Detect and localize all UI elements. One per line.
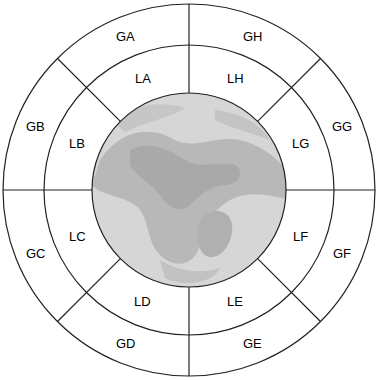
sector-segment: GB — [23, 117, 48, 136]
sector-label: LE — [227, 294, 243, 309]
sector-segment: GF — [330, 244, 354, 263]
sector-label: LA — [135, 71, 151, 86]
sector-segment: LF — [290, 227, 311, 246]
sector-segment: GD — [113, 334, 139, 353]
sector-label: GH — [243, 29, 263, 44]
inner-circle — [92, 93, 286, 287]
outer-circle — [3, 4, 375, 376]
sector-segment: GA — [113, 27, 138, 46]
sector-segment: GC — [23, 244, 49, 263]
sector-label: GF — [333, 246, 351, 261]
sector-label: LD — [134, 294, 151, 309]
sector-label: LC — [69, 229, 86, 244]
sector-segment: LA — [132, 69, 154, 88]
sector-label: LH — [227, 71, 244, 86]
fundus-image — [90, 90, 290, 290]
sector-segment: LC — [66, 227, 89, 246]
sector-label: LB — [69, 136, 85, 151]
sector-label: LF — [293, 229, 308, 244]
sector-segment: LH — [224, 69, 247, 88]
sector-segment: GE — [240, 334, 265, 353]
sector-label: GG — [332, 119, 352, 134]
sector-segment: LE — [224, 292, 246, 311]
sector-label: GD — [116, 336, 136, 351]
sector-label: GA — [116, 29, 135, 44]
sector-segment: LD — [131, 292, 154, 311]
sector-segment: LB — [66, 134, 88, 153]
sector-label: GB — [26, 119, 45, 134]
sector-segment: GH — [240, 27, 266, 46]
sector-label: GE — [243, 336, 262, 351]
sector-segment: GG — [329, 117, 355, 136]
sector-segment: LG — [289, 134, 312, 153]
sector-label: GC — [26, 246, 46, 261]
sector-dividers — [3, 4, 375, 376]
sector-label: LG — [292, 136, 309, 151]
